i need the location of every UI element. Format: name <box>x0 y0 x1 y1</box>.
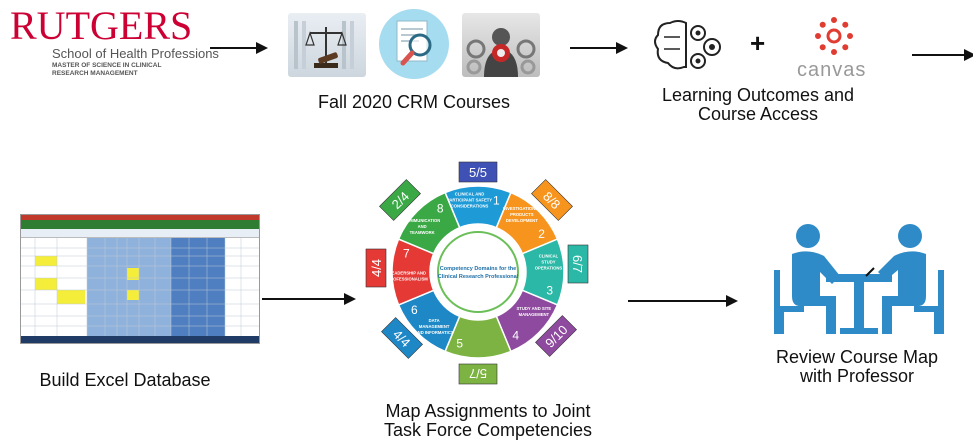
wheel-segment-label-2-2: PRODUCTS <box>510 212 534 217</box>
step2-caption-line-1: Learning Outcomes and <box>661 85 855 105</box>
badge-5: 5/7 <box>458 363 498 385</box>
arrow-5 <box>628 295 738 307</box>
wheel-segment-label-6-2: MANAGEMENT <box>419 324 450 329</box>
step4-caption: Map Assignments to Joint Task Force Comp… <box>348 402 628 440</box>
arrow-4 <box>262 293 356 305</box>
badge-box-4 <box>535 315 577 357</box>
gears-person-image <box>462 13 540 77</box>
wheel-segment-number-7: 7 <box>403 247 410 261</box>
excel-taskbar <box>21 336 259 343</box>
badge-8: 2/4 <box>379 179 421 221</box>
canvas-logo-icon <box>815 17 853 55</box>
step5-caption-line-2: with Professor <box>799 366 915 386</box>
badge-7: 4/4 <box>365 248 387 288</box>
wheel-segment-label-7-2: PROFESSIONALISM <box>387 276 428 281</box>
badge-2: 8/8 <box>531 179 573 221</box>
badge-1: 5/5 <box>458 161 498 183</box>
badge-box-5 <box>458 363 498 385</box>
arrow-2 <box>570 42 628 54</box>
wheel-segment-label-1-2: PARTICIPANT SAFETY <box>447 198 492 203</box>
wheel-center-title-1: Competency Domains for the <box>440 266 516 272</box>
program-line-1: MASTER OF SCIENCE IN CLINICAL <box>52 62 162 69</box>
wheel-segment-label-8-2: AND <box>418 224 427 229</box>
wheel-segment-label-8-3: TEAMWORK <box>410 230 435 235</box>
scales-icon <box>294 21 354 69</box>
wheel-segment-label-6-3: AND INFORMATICS <box>415 330 454 335</box>
wheel-center <box>432 226 524 318</box>
step3-caption: Build Excel Database <box>39 370 211 390</box>
excel-screenshot <box>20 214 260 344</box>
wheel-segment-number-1: 1 <box>493 193 500 207</box>
badge-3: 6/7 <box>567 244 589 284</box>
magnifier-document-icon <box>379 9 449 79</box>
step4-caption-line-2: Task Force Competencies <box>383 420 593 440</box>
wheel-segment-label-4-2: MANAGEMENT <box>519 312 550 317</box>
excel-grid <box>21 238 259 336</box>
wheel-segment-label-1-1: CLINICAL AND <box>455 192 485 197</box>
badge-text-3: 6/7 <box>570 255 585 273</box>
wheel-segment-label-3-1: CLINICAL <box>539 254 559 259</box>
wheel-segment-label-8-1: COMMUNICATION <box>404 218 440 223</box>
wheel-segment-number-5: 5 <box>456 337 463 351</box>
gears-icon <box>466 28 536 77</box>
wheel-segment-label-7-1: LEADERSHIP AND <box>389 270 426 275</box>
school-name: School of Health Professions <box>52 46 219 61</box>
wheel-segment-label-6-1: DATA <box>429 318 440 323</box>
badge-box-1 <box>458 161 498 183</box>
step2-caption-line-2: Course Access <box>697 104 819 124</box>
step1-caption: Fall 2020 CRM Courses <box>317 92 511 112</box>
excel-toolbar <box>21 229 259 238</box>
wheel-segment-number-3: 3 <box>546 283 553 297</box>
wheel-segment-8 <box>397 191 461 255</box>
badge-text-1: 5/5 <box>469 165 487 180</box>
arrow-3 <box>912 49 973 61</box>
brain-gears-icon <box>654 20 721 70</box>
meeting-icon <box>774 224 944 334</box>
wheel-segment-label-3-2: STUDY <box>541 260 555 265</box>
wheel-center-title-2: Clinical Research Professional <box>438 274 519 280</box>
wheel-segment-number-4: 4 <box>512 329 519 343</box>
badge-text-5: 5/7 <box>469 366 487 381</box>
step5-caption-line-1: Review Course Map <box>775 347 939 367</box>
excel-ribbon <box>21 220 259 229</box>
wheel-segment-label-3-3: OPERATIONS <box>535 266 563 271</box>
wheel-center-ring <box>437 231 519 313</box>
wheel-segment-number-6: 6 <box>411 303 418 317</box>
plus-sign: + <box>750 28 766 58</box>
arrow-1 <box>210 42 268 54</box>
badge-box-2 <box>531 179 573 221</box>
wheel-segment-number-2: 2 <box>538 227 545 241</box>
rutgers-logo: RUTGERS <box>10 3 193 48</box>
step2-caption: Learning Outcomes and Course Access <box>630 86 886 124</box>
badge-text-7: 4/4 <box>369 259 384 277</box>
badge-box-6 <box>381 317 423 359</box>
wheel-segment-label-2-1: INVESTIGATIONAL <box>503 206 541 211</box>
badge-box-3 <box>567 244 589 284</box>
excel-titlebar <box>21 215 259 220</box>
badge-box-7 <box>365 248 387 288</box>
gavel-image <box>288 13 366 77</box>
wheel-segment-label-2-3: DEVELOPMENT <box>506 218 538 223</box>
wheel-segment-number-8: 8 <box>437 201 444 215</box>
wheel-segment-label-1-3: CONSIDERATIONS <box>451 204 489 209</box>
wheel-segment-label-4-1: STUDY AND SITE <box>517 306 552 311</box>
canvas-label: canvas <box>797 59 867 81</box>
badge-6: 4/4 <box>381 317 423 359</box>
program-line-2: RESEARCH MANAGEMENT <box>52 70 138 77</box>
program-name: MASTER OF SCIENCE IN CLINICAL RESEARCH M… <box>52 62 222 78</box>
step4-caption-line-1: Map Assignments to Joint <box>385 401 591 421</box>
magnifier-image <box>375 7 453 81</box>
step5-caption: Review Course Map with Professor <box>752 348 962 386</box>
badge-box-8 <box>379 179 421 221</box>
